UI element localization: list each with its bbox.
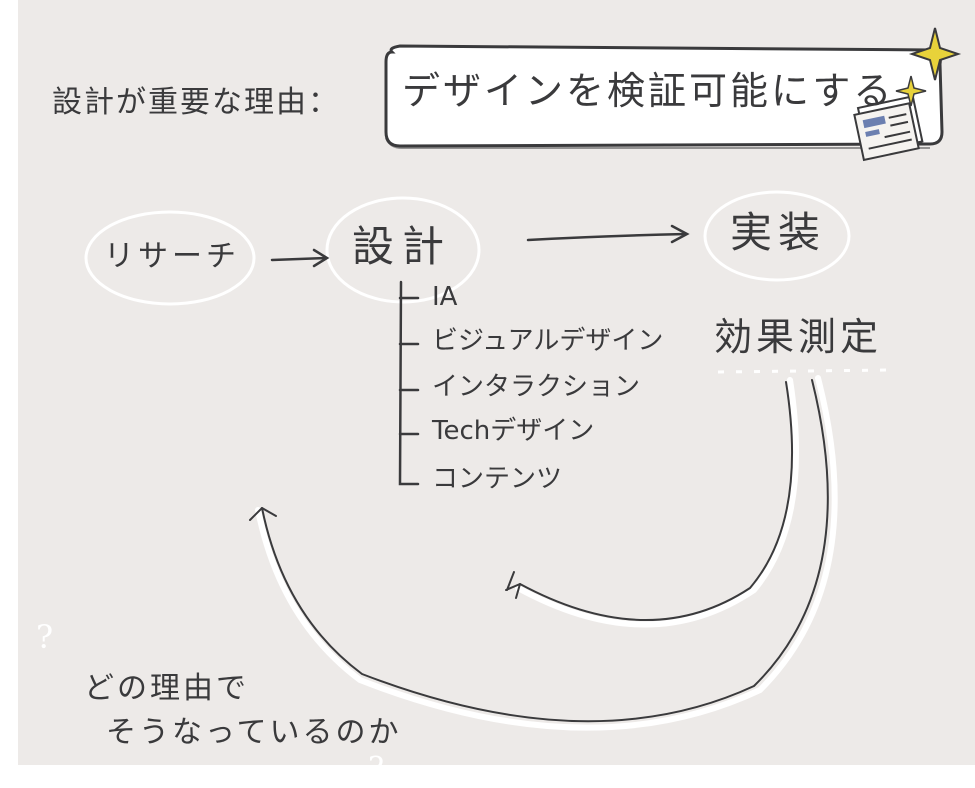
design-component-item: Techデザイン bbox=[432, 416, 595, 446]
design-component-tree bbox=[398, 280, 420, 486]
loop-to-implementation bbox=[515, 377, 799, 628]
loop-to-research-outline bbox=[249, 379, 829, 723]
research-oval bbox=[84, 210, 256, 306]
loop-to-research bbox=[255, 375, 838, 731]
header-label: 設計が重要な理由： bbox=[52, 85, 340, 120]
design-component-item: ビジュアルデザイン bbox=[432, 326, 664, 356]
question-line-2: そうなっているのか bbox=[106, 715, 402, 750]
design-component-item: IA bbox=[432, 282, 458, 312]
loop-to-implementation-outline bbox=[505, 381, 794, 621]
callout-text: デザインを検証可能にする bbox=[402, 69, 895, 113]
question-mark-icon: ? bbox=[368, 751, 384, 786]
question-line-1: どの理由で bbox=[84, 671, 249, 706]
design-oval bbox=[325, 196, 481, 304]
node-measurement: 効果測定 bbox=[714, 315, 883, 359]
arrow-design-to-implementation bbox=[526, 224, 690, 244]
node-design: 設計 bbox=[352, 222, 453, 271]
measurement-underline bbox=[717, 368, 891, 374]
arrow-research-to-design bbox=[270, 248, 330, 268]
sparkle-icon bbox=[908, 27, 962, 81]
document-stack-icon bbox=[853, 95, 924, 162]
design-component-item: コンテンツ bbox=[432, 464, 563, 494]
implementation-oval bbox=[703, 190, 851, 282]
sparkle-icon bbox=[895, 75, 927, 107]
node-research: リサーチ bbox=[104, 239, 240, 274]
question-mark-icon: ? bbox=[36, 618, 53, 656]
callout-box bbox=[384, 44, 944, 148]
design-component-item: インタラクション bbox=[432, 372, 641, 402]
callout-box-shadow bbox=[385, 137, 930, 149]
node-implementation: 実装 bbox=[730, 208, 827, 257]
